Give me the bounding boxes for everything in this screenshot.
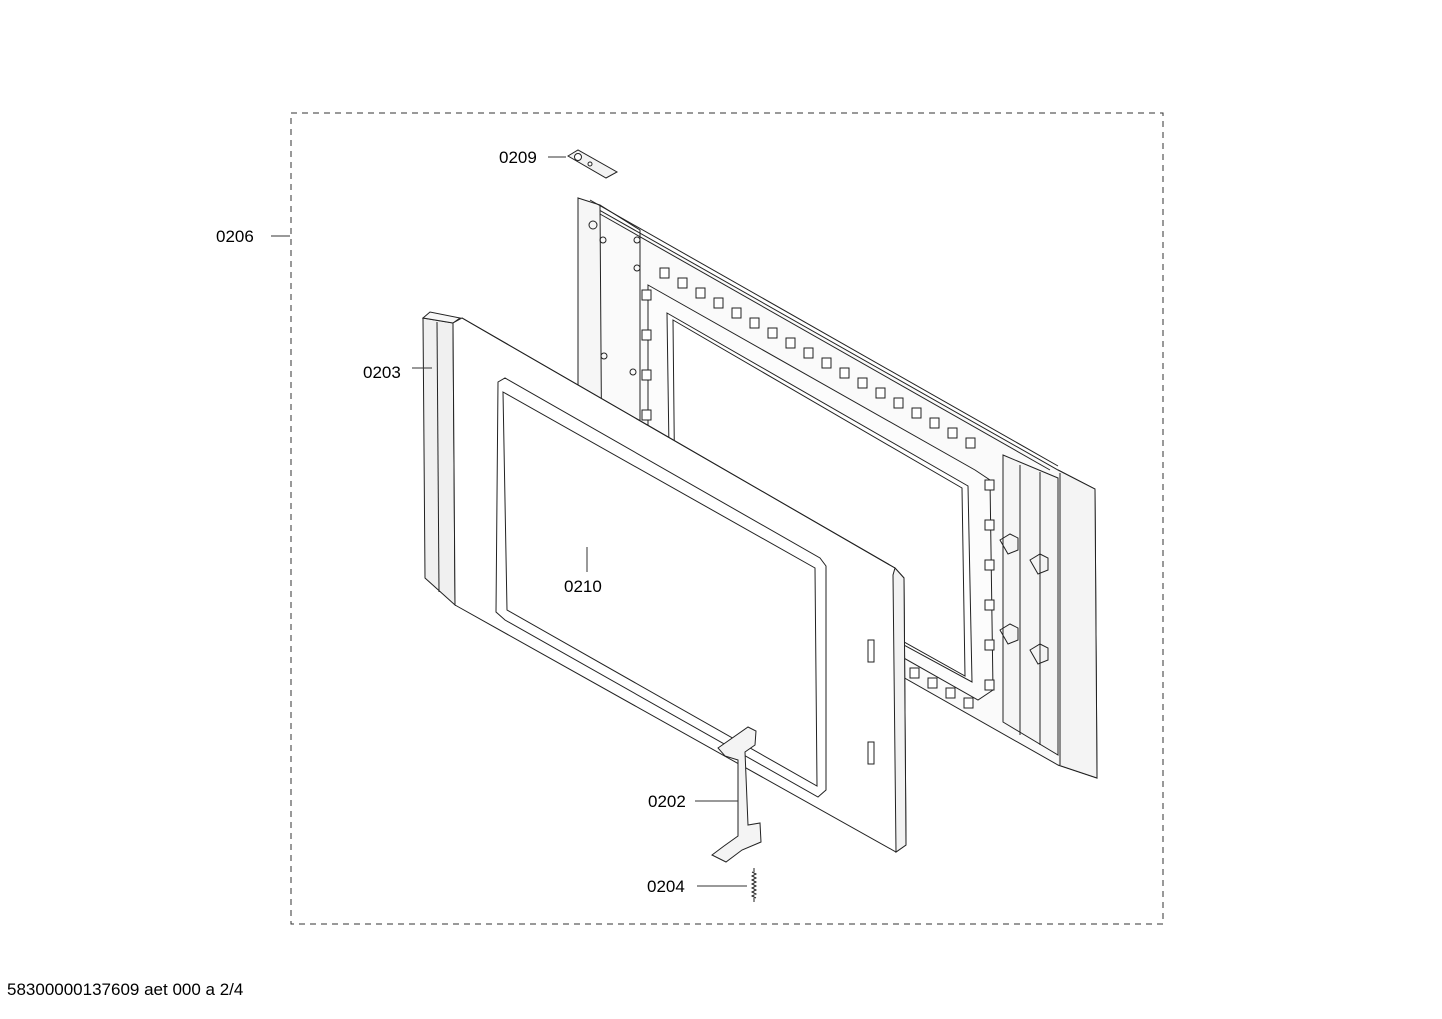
assembly-boundary xyxy=(290,112,1164,925)
callout-0210: 0210 xyxy=(564,577,602,596)
part-0209-hinge-plate xyxy=(567,149,619,179)
leader-lines xyxy=(271,156,747,887)
part-0204-spring xyxy=(750,868,758,902)
part-0203-front-door-panel xyxy=(421,311,907,853)
callout-0204: 0204 xyxy=(647,877,685,896)
document-code: 58300000137609 aet 000 a 2/4 xyxy=(7,980,244,999)
part-0202-latch-lever xyxy=(711,726,762,863)
choke-teeth-top xyxy=(659,267,976,449)
callout-0203: 0203 xyxy=(363,363,401,382)
callout-0209: 0209 xyxy=(499,148,537,167)
callout-0202: 0202 xyxy=(648,792,686,811)
callout-0206: 0206 xyxy=(216,227,254,246)
